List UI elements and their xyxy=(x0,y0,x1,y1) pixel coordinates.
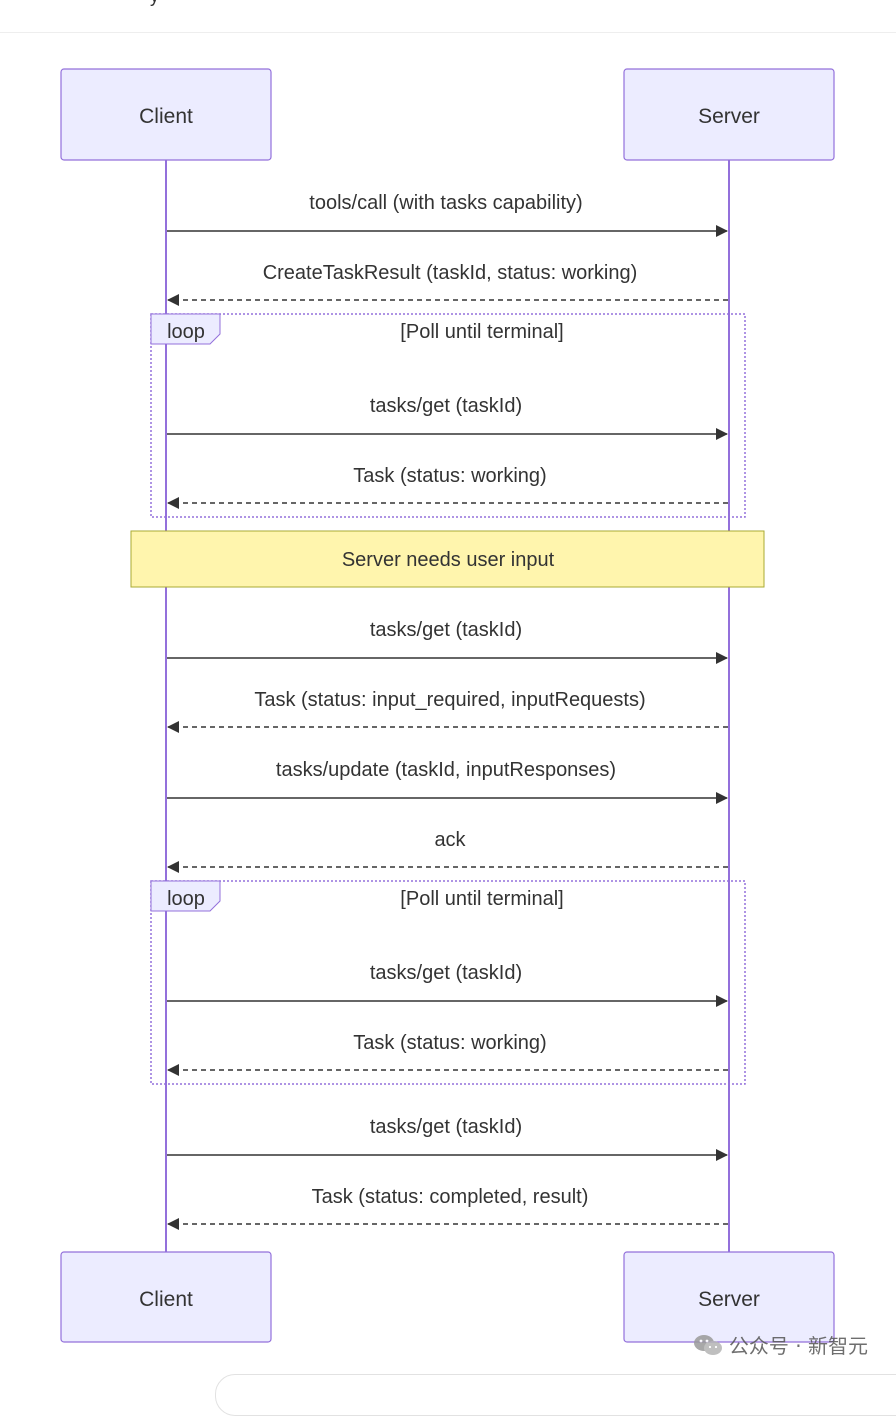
message-3-label: tasks/get (taskId) xyxy=(370,395,522,417)
message-6-label: Task (status: input_required, inputReque… xyxy=(254,689,645,711)
message-10-label: Task (status: working) xyxy=(353,1032,546,1054)
message-5-label: tasks/get (taskId) xyxy=(370,619,522,641)
bottom-input-edge xyxy=(215,1374,896,1416)
message-3: tasks/get (taskId) xyxy=(167,395,728,440)
message-1-label: tools/call (with tasks capability) xyxy=(309,192,582,214)
client-actor-top-label: Client xyxy=(139,105,193,128)
message-2: CreateTaskResult (taskId, status: workin… xyxy=(167,262,728,306)
message-2-label: CreateTaskResult (taskId, status: workin… xyxy=(263,262,638,284)
loop-1-tag: loop xyxy=(167,321,205,343)
message-5: tasks/get (taskId) xyxy=(167,619,728,664)
message-11-label: tasks/get (taskId) xyxy=(370,1116,522,1138)
message-9: tasks/get (taskId) xyxy=(167,962,728,1007)
watermark-text: 公众号 · 新智元 xyxy=(728,1334,868,1358)
loop-1-condition: [Poll until terminal] xyxy=(400,321,563,343)
message-8: ack xyxy=(167,829,728,873)
message-1: tools/call (with tasks capability) xyxy=(167,192,728,237)
message-4-label: Task (status: working) xyxy=(353,465,546,487)
message-9-label: tasks/get (taskId) xyxy=(370,962,522,984)
message-12-label: Task (status: completed, result) xyxy=(312,1186,589,1208)
loop-frame-2: loop [Poll until terminal] xyxy=(150,880,746,1085)
message-12: Task (status: completed, result) xyxy=(167,1186,728,1230)
loop-2-tag: loop xyxy=(167,888,205,910)
watermark: 公众号 · 新智元 xyxy=(693,1330,868,1359)
note-text: Server needs user input xyxy=(342,549,555,571)
loop-frame-1: loop [Poll until terminal] xyxy=(150,313,746,518)
top-bar: y xyxy=(0,0,896,33)
top-partial-text: y xyxy=(150,0,159,7)
client-actor-top: Client xyxy=(60,68,272,161)
message-10: Task (status: working) xyxy=(167,1032,728,1076)
server-actor-top-label: Server xyxy=(698,105,760,128)
server-actor-bottom: Server xyxy=(623,1251,835,1343)
message-6: Task (status: input_required, inputReque… xyxy=(167,689,728,733)
message-4: Task (status: working) xyxy=(167,465,728,509)
message-8-label: ack xyxy=(434,829,466,851)
loop-2-condition: [Poll until terminal] xyxy=(400,888,563,910)
server-actor-top: Server xyxy=(623,68,835,161)
client-actor-bottom: Client xyxy=(60,1251,272,1343)
message-7-label: tasks/update (taskId, inputResponses) xyxy=(276,759,616,781)
wechat-icon xyxy=(693,1334,722,1355)
note-box: Server needs user input xyxy=(130,530,765,588)
message-7: tasks/update (taskId, inputResponses) xyxy=(167,759,728,804)
client-actor-bottom-label: Client xyxy=(139,1288,193,1311)
server-actor-bottom-label: Server xyxy=(698,1288,760,1311)
message-11: tasks/get (taskId) xyxy=(167,1116,728,1161)
sequence-diagram: Client Server loop [Poll until terminal]… xyxy=(60,68,835,1343)
